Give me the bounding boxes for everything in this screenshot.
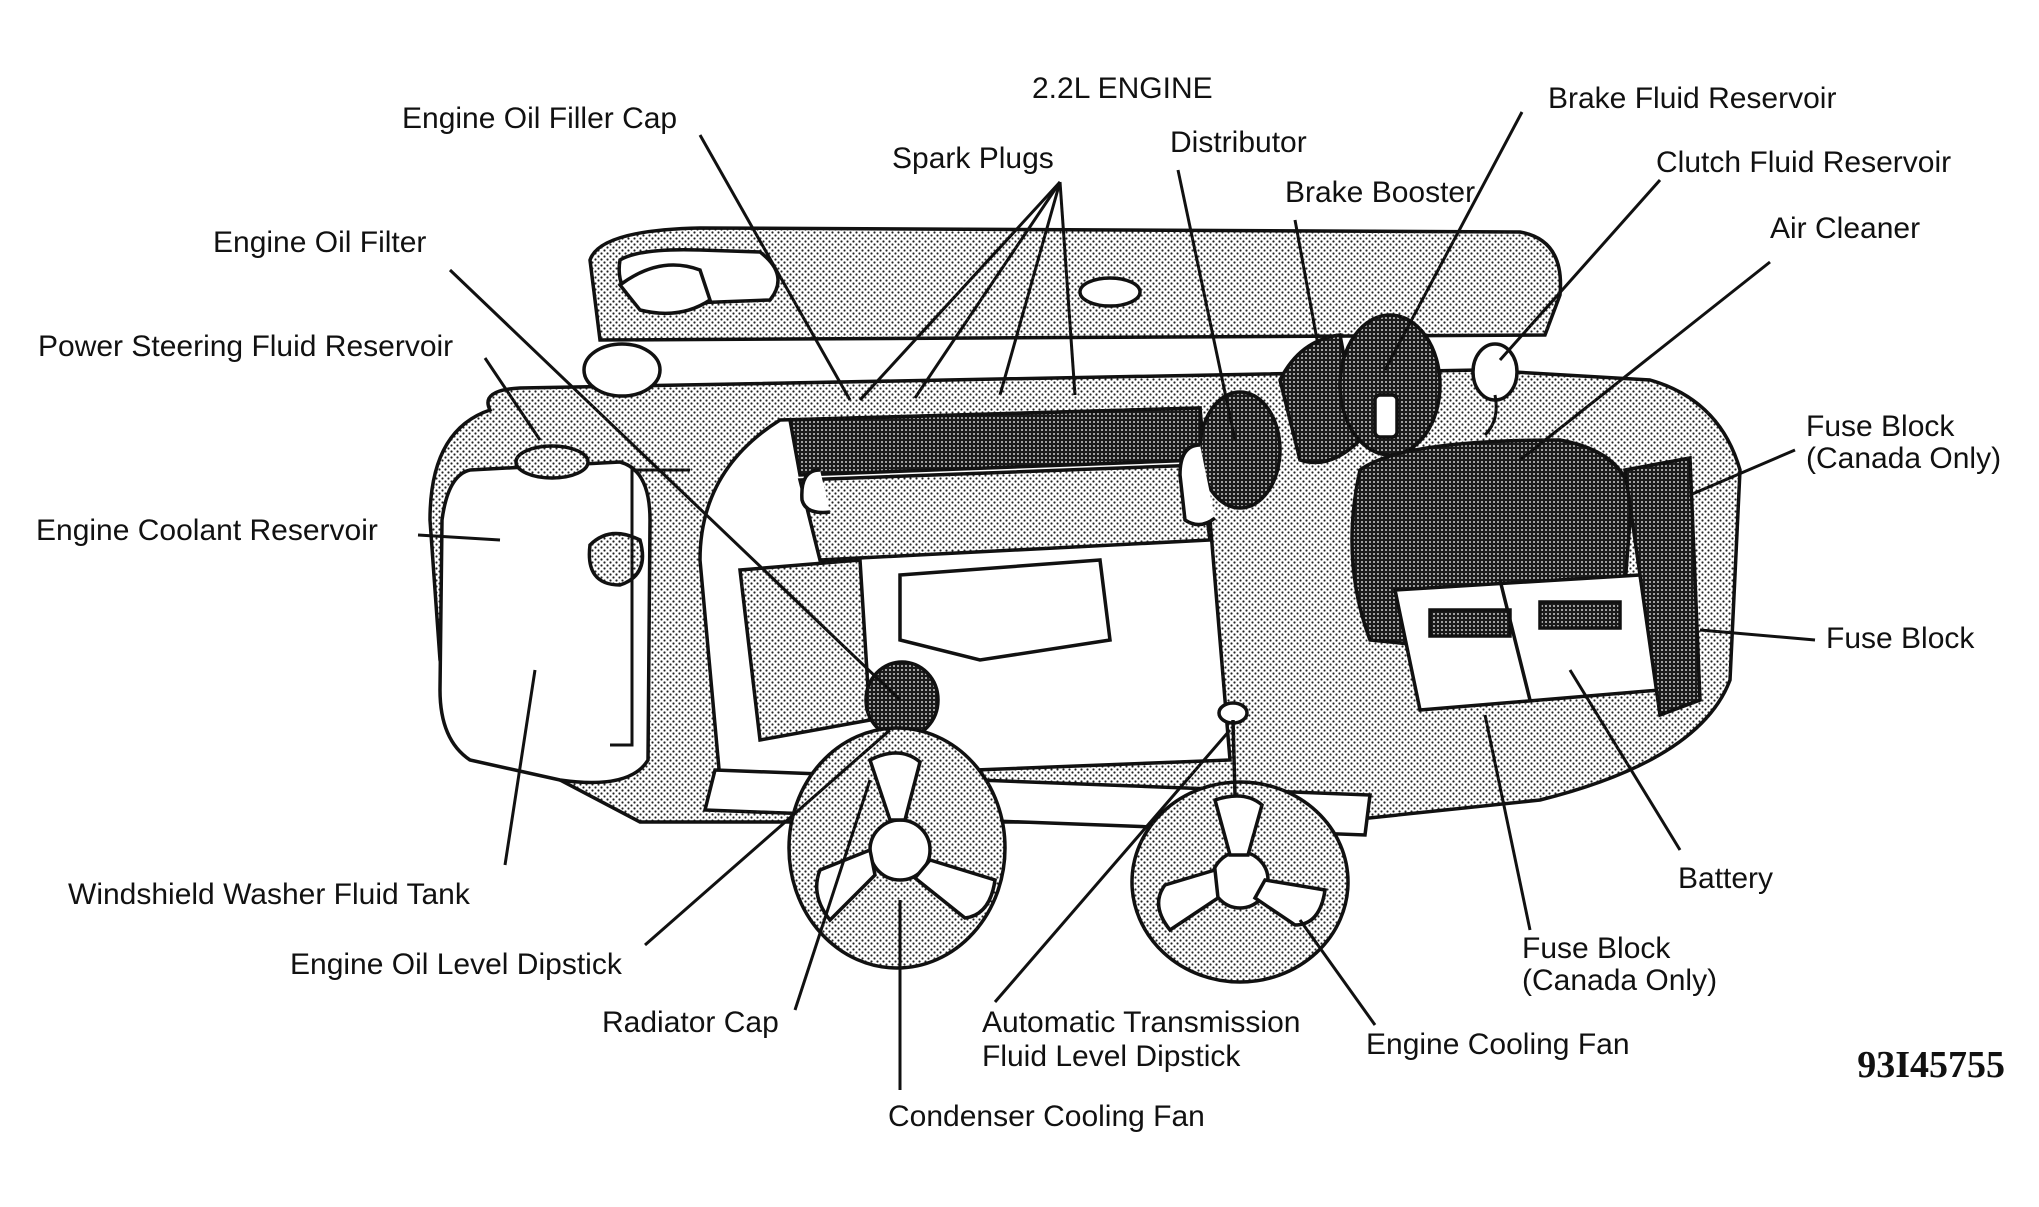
label-windshield-washer-fluid-tank: Windshield Washer Fluid Tank [68,878,470,911]
label-automatic-transmission-2: Fluid Level Dipstick [982,1040,1241,1073]
label-fuse-block-canada-bottom-2: (Canada Only) [1522,964,1718,997]
label-battery: Battery [1678,862,1774,895]
label-condenser-cooling-fan: Condenser Cooling Fan [888,1100,1205,1133]
fuse-block-body [1623,455,1702,718]
label-engine-oil-filter: Engine Oil Filter [213,226,427,259]
label-clutch-fluid-reservoir: Clutch Fluid Reservoir [1656,146,1952,179]
firewall [588,226,1563,342]
distributor-body [1198,390,1282,510]
label-engine-cooling-fan: Engine Cooling Fan [1366,1028,1630,1061]
power-steering-reservoir-cap [514,444,590,480]
label-engine-oil-filler-cap: Engine Oil Filler Cap [402,102,678,135]
label-fuse-block-canada-top-2: (Canada Only) [1806,442,2002,475]
label-automatic-transmission-1: Automatic Transmission [982,1006,1301,1039]
label-engine-oil-level-dipstick: Engine Oil Level Dipstick [290,948,622,981]
label-radiator-cap: Radiator Cap [602,1006,779,1039]
figure-reference-number: 93I45755 [1857,1044,2005,1086]
label-spark-plugs: Spark Plugs [892,142,1054,175]
label-fuse-block-canada-bottom-1: Fuse Block [1522,932,1671,965]
label-power-steering-fluid-reservoir: Power Steering Fluid Reservoir [38,330,454,363]
diagram-title: 2.2L ENGINE [1032,72,1213,105]
label-air-cleaner: Air Cleaner [1770,212,1921,245]
label-distributor: Distributor [1170,126,1307,159]
washer-tank-shape [438,460,652,785]
label-fuse-block: Fuse Block [1826,622,1975,655]
label-brake-fluid-reservoir: Brake Fluid Reservoir [1548,82,1837,115]
label-fuse-block-canada-top-1: Fuse Block [1806,410,1955,443]
label-engine-coolant-reservoir: Engine Coolant Reservoir [36,514,378,547]
label-brake-booster: Brake Booster [1285,176,1476,209]
